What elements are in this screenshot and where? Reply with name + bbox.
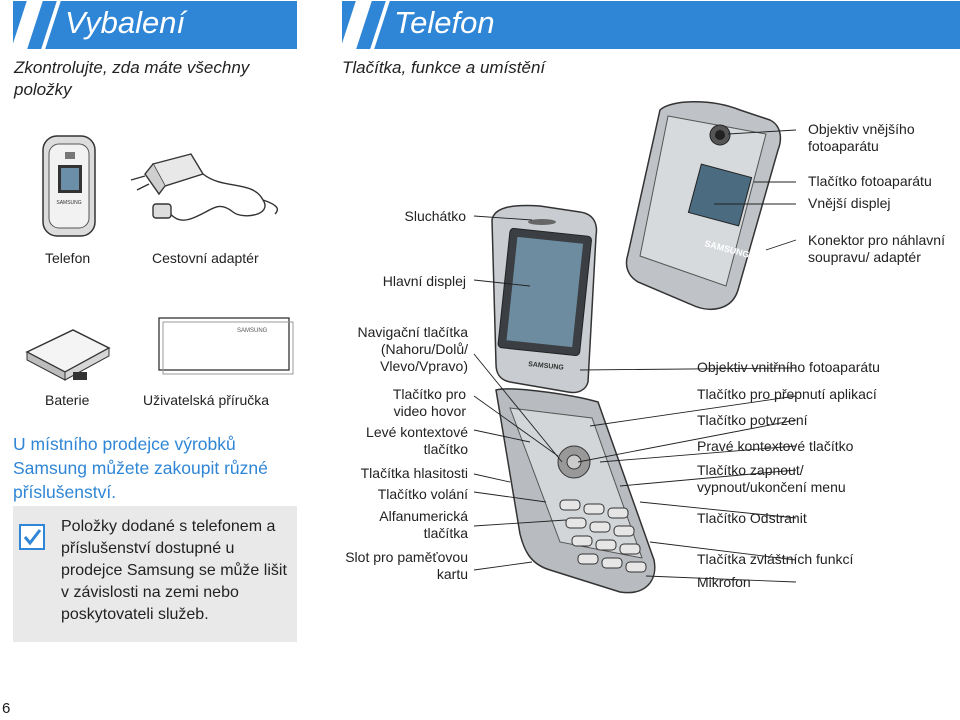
label-clear: Tlačítko Odstranit	[697, 510, 807, 526]
label-video-call: Tlačítko pro video hovor	[392, 386, 466, 419]
label-alphanumeric: Alfanumerická tlačítka	[379, 508, 468, 541]
label-charger: Cestovní adaptér	[152, 250, 259, 266]
page-number: 6	[2, 700, 11, 717]
label-power-end: Tlačítko zapnout/ vypnout/ukončení menu	[697, 462, 846, 495]
label-app-switch: Tlačítko pro přepnutí aplikací	[697, 386, 877, 402]
phone-closed-image: SAMSUNG	[42, 135, 96, 237]
left-title-bar: Vybalení	[11, 1, 297, 49]
left-title: Vybalení	[65, 5, 186, 40]
phone-back-image: SAMSUNG	[625, 101, 782, 311]
label-special: Tlačítka zvláštních funkcí	[697, 551, 854, 567]
label-earpiece: Sluchátko	[404, 208, 466, 224]
left-subtitle: Zkontrolujte, zda máte všechny položky	[14, 58, 250, 99]
note-box: Položky dodané s telefonem a příslušenst…	[13, 506, 297, 642]
label-connector: Konektor pro náhlavní soupravu/ adaptér	[808, 232, 945, 265]
label-left-soft: Levé kontextové tlačítko	[366, 424, 468, 457]
dealer-text: U místního prodejce výrobků Samsung může…	[13, 434, 268, 502]
svg-text:SAMSUNG: SAMSUNG	[528, 361, 565, 372]
travel-adapter-image	[130, 153, 279, 221]
battery-image	[25, 329, 111, 381]
label-volume: Tlačítka hlasitosti	[360, 465, 468, 481]
label-camera-key: Tlačítko fotoaparátu	[808, 173, 932, 189]
svg-text:SAMSUNG: SAMSUNG	[56, 200, 81, 206]
right-subtitle: Tlačítka, funkce a umístění	[342, 58, 546, 77]
label-manual: Uživatelská příručka	[143, 392, 270, 408]
label-dial: Tlačítko volání	[377, 486, 468, 502]
label-nav-keys: Navigační tlačítka (Nahoru/Dolů/ Vlevo/V…	[357, 324, 469, 374]
label-phone: Telefon	[45, 250, 91, 266]
package-illustrations: SAMSUNG SAMSUNG	[25, 135, 294, 381]
manual-image: SAMSUNG	[158, 317, 294, 375]
right-title-bar: Telefon	[340, 1, 960, 49]
note-text: Položky dodané s telefonem a příslušenst…	[61, 518, 287, 623]
right-title: Telefon	[394, 5, 495, 40]
label-outer-display: Vnější displej	[808, 195, 891, 211]
label-outer-camera: Objektiv vnějšího fotoaparátu	[808, 121, 915, 154]
label-card-slot: Slot pro paměťovou kartu	[345, 549, 468, 582]
svg-text:SAMSUNG: SAMSUNG	[237, 328, 268, 334]
label-right-soft: Pravé kontextové tlačítko	[697, 438, 854, 454]
label-confirm: Tlačítko potvrzení	[697, 412, 808, 428]
label-inner-camera: Objektiv vnitřního fotoaparátu	[697, 359, 880, 375]
label-battery: Baterie	[45, 392, 90, 408]
phone-diagram: SAMSUNG SAMSUNG	[473, 101, 797, 594]
check-icon	[19, 524, 45, 550]
label-mic: Mikrofon	[697, 574, 751, 590]
label-main-display: Hlavní displej	[382, 273, 466, 289]
